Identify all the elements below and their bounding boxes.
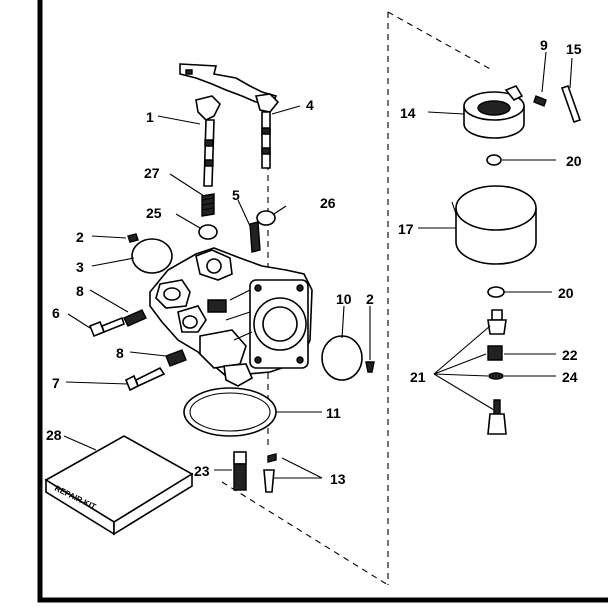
- part-9-spring: [533, 95, 547, 107]
- part-1-throttle-shaft: [195, 95, 221, 187]
- part-5-screw: [249, 221, 261, 253]
- callout-8-a: 8: [76, 283, 84, 299]
- callout-9: 9: [540, 37, 548, 53]
- callout-24: 24: [562, 369, 578, 385]
- part-3-throttle-plate: [131, 238, 173, 274]
- part-4-choke-shaft: [254, 93, 280, 169]
- callout-17: 17: [398, 221, 414, 237]
- part-14-float-bowl-cover: [463, 85, 525, 139]
- part-6-needle-valve: [88, 316, 125, 338]
- carburetor-body: [149, 247, 313, 387]
- callout-1: 1: [146, 109, 154, 125]
- callout-6: 6: [52, 305, 60, 321]
- part-2-screw-a: [127, 233, 139, 243]
- callout-14: 14: [400, 105, 416, 121]
- callout-8-b: 8: [116, 345, 124, 361]
- part-13-inlet-needle: [263, 453, 277, 493]
- part-8-spring-lower: [165, 349, 187, 367]
- callout-20-b: 20: [558, 285, 574, 301]
- callout-11: 11: [326, 405, 341, 421]
- callout-23: 23: [194, 463, 210, 479]
- part-27-spring: [201, 193, 215, 217]
- callout-4: 4: [306, 97, 314, 113]
- part-10-diaphragm: [321, 335, 363, 381]
- callout-28: 28: [46, 427, 62, 443]
- callout-2-a: 2: [76, 229, 84, 245]
- part-17-float: [451, 185, 537, 265]
- part-28-repair-kit: REPAIR KIT: [44, 435, 194, 536]
- callout-27: 27: [144, 165, 160, 181]
- part-15-pin: [560, 84, 582, 124]
- part-11-bowl-gasket: [183, 387, 277, 437]
- part-20-washer-upper: [486, 154, 502, 166]
- part-24-o-ring: [488, 372, 504, 380]
- part-23-main-jet: [233, 451, 247, 491]
- part-25-shaft-seal: [198, 224, 218, 240]
- callout-22: 22: [562, 347, 578, 363]
- callout-26: 26: [320, 195, 336, 211]
- callout-25: 25: [146, 205, 162, 221]
- part-20-washer-lower: [487, 286, 505, 298]
- part-2-screw-b: [365, 361, 375, 373]
- part-21-jet-upper: [487, 309, 507, 335]
- diagram-frame: [37, 0, 608, 603]
- callout-3: 3: [76, 259, 84, 275]
- part-22-jet: [487, 345, 503, 361]
- callout-7: 7: [52, 375, 60, 391]
- callout-2-b: 2: [366, 291, 374, 307]
- callout-5: 5: [232, 187, 240, 203]
- part-21-jet-lower: [487, 399, 507, 435]
- callout-20-a: 20: [566, 153, 582, 169]
- leader-lines: [63, 51, 573, 479]
- callout-10: 10: [336, 291, 352, 307]
- part-7-idle-needle: [124, 366, 166, 392]
- part-8-spring-upper: [123, 309, 147, 327]
- callout-21: 21: [410, 369, 426, 385]
- callout-13: 13: [330, 471, 346, 487]
- part-26-choke-plate: [256, 205, 287, 226]
- callout-15: 15: [566, 41, 582, 57]
